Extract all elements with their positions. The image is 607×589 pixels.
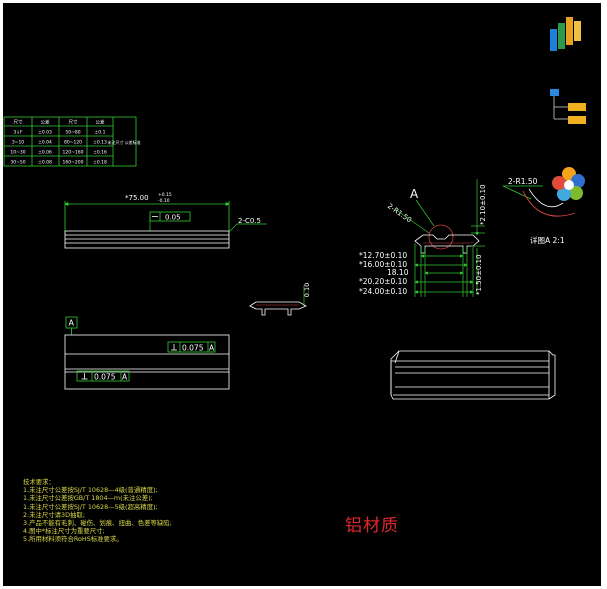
- dimension-18-10: 18.10: [387, 268, 409, 277]
- table-cell: 160~200: [63, 160, 84, 166]
- detail-label: 详图A 2:1: [530, 235, 565, 245]
- table-header: 公差: [41, 119, 50, 126]
- drawing-svg: 尺寸 公差 尺寸 公差 3↓F ±0.03 50~80 ±0.1 3~10 ±0…: [3, 17, 586, 400]
- vertical-dim-top: *2.10±0.10: [479, 184, 487, 225]
- datum-a-label: A: [69, 319, 75, 328]
- table-header: 公差: [96, 119, 105, 126]
- table-cell: ±0.04: [38, 140, 52, 146]
- cross-section: A 2-R1.50 *12.70±0.10: [359, 179, 487, 297]
- table-cell: ±0.18: [93, 160, 107, 166]
- end-section: 0.10: [249, 283, 311, 316]
- material-label: 铝材质: [345, 516, 399, 536]
- length-tol-lower: -0.10: [158, 198, 170, 204]
- end-section-dim: 0.10: [303, 283, 311, 297]
- table-cell: ±0.08: [38, 160, 52, 166]
- detail-marker-a: A: [410, 187, 419, 201]
- perp-bottom-value: 0.075: [94, 373, 116, 382]
- perpendicularity-frame-top: 0.075 A: [167, 341, 216, 353]
- technical-notes: 技术要求： 1.未注尺寸公差按SJ/T 10628—4级(普通精度); 1.未注…: [23, 478, 172, 544]
- vertical-dim-bottom: *1.50±0.10: [475, 254, 483, 295]
- note-line: 4.图中*标注尺寸为重要尺寸;: [23, 527, 105, 536]
- table-cell: ±0.16: [93, 150, 107, 156]
- table-cell: ±0.03: [38, 130, 52, 136]
- perpendicularity-frame-bottom: 0.075 A: [76, 370, 130, 382]
- table-cell: 30~50: [10, 160, 25, 166]
- tree-structure-icon[interactable]: [550, 89, 586, 124]
- chamfer-label: 2-C0.5: [238, 217, 261, 225]
- dimension-24-00: *24.00±0.10: [359, 287, 407, 296]
- table-cell: 3~10: [12, 140, 24, 146]
- table-side-note: 未注尺寸 公差标准: [107, 139, 140, 145]
- note-line: 2.未注尺寸请3D抽取;: [23, 510, 85, 519]
- top-view: *75.00 +0.15 -0.10 0.05 2-C0.5: [64, 192, 267, 249]
- isometric-view: [390, 350, 556, 400]
- length-tol-upper: +0.15: [158, 192, 172, 198]
- dimension-20-20: *20.20±0.10: [359, 277, 407, 286]
- detail-radius: 2-R1.50: [508, 177, 538, 186]
- table-cell: ±0.1: [95, 130, 106, 136]
- table-cell: 10~30: [10, 150, 25, 156]
- table-header: 尺寸: [69, 119, 78, 126]
- note-line: 技术要求：: [23, 478, 55, 486]
- flatness-value: 0.05: [165, 214, 181, 222]
- detail-a: 2-R1.50 详图A 2:1: [502, 177, 576, 245]
- flatness-frame: 0.05: [149, 211, 191, 231]
- note-line: 3.产品不能有毛刺、碰伤、划痕、扭曲、色差等缺陷;: [23, 519, 172, 528]
- front-view: A 0.075 A 0.075 A: [64, 316, 230, 390]
- radius-label: 2-R1.50: [386, 202, 413, 224]
- cad-app-icon[interactable]: [550, 17, 581, 51]
- tolerance-table: [3, 116, 137, 167]
- note-line: 1.未注尺寸公差按SJ/T 10628—4级(普通精度);: [23, 486, 158, 495]
- dimension-12-70: *12.70±0.10: [359, 251, 407, 260]
- table-cell: 80~120: [64, 140, 82, 146]
- length-dimension: *75.00: [125, 194, 149, 202]
- flower-logo-icon[interactable]: [552, 167, 585, 201]
- cad-drawing-canvas: 尺寸 公差 尺寸 公差 3↓F ±0.03 50~80 ±0.1 3~10 ±0…: [3, 3, 601, 586]
- note-line: 1.未注尺寸公差按GB/T 1804—m(未注公差);: [23, 494, 153, 503]
- note-line: 1.未注尺寸公差按SJ/T 10628—5级(超高精度);: [23, 502, 158, 511]
- table-cell: 50~80: [65, 130, 80, 136]
- table-header: 尺寸: [14, 119, 23, 126]
- table-cell: ±0.13: [93, 140, 107, 146]
- perp-bottom-datum: A: [122, 373, 128, 382]
- table-cell: 120~160: [63, 150, 84, 156]
- dimension-16-00: *16.00±0.10: [359, 260, 407, 269]
- note-line: 5.所用材料须符合RoHS标准要求。: [23, 535, 123, 544]
- table-cell: 3↓F: [13, 130, 23, 136]
- table-cell: ±0.06: [38, 150, 52, 156]
- perp-top-value: 0.075: [182, 344, 204, 353]
- perp-top-datum: A: [209, 344, 215, 353]
